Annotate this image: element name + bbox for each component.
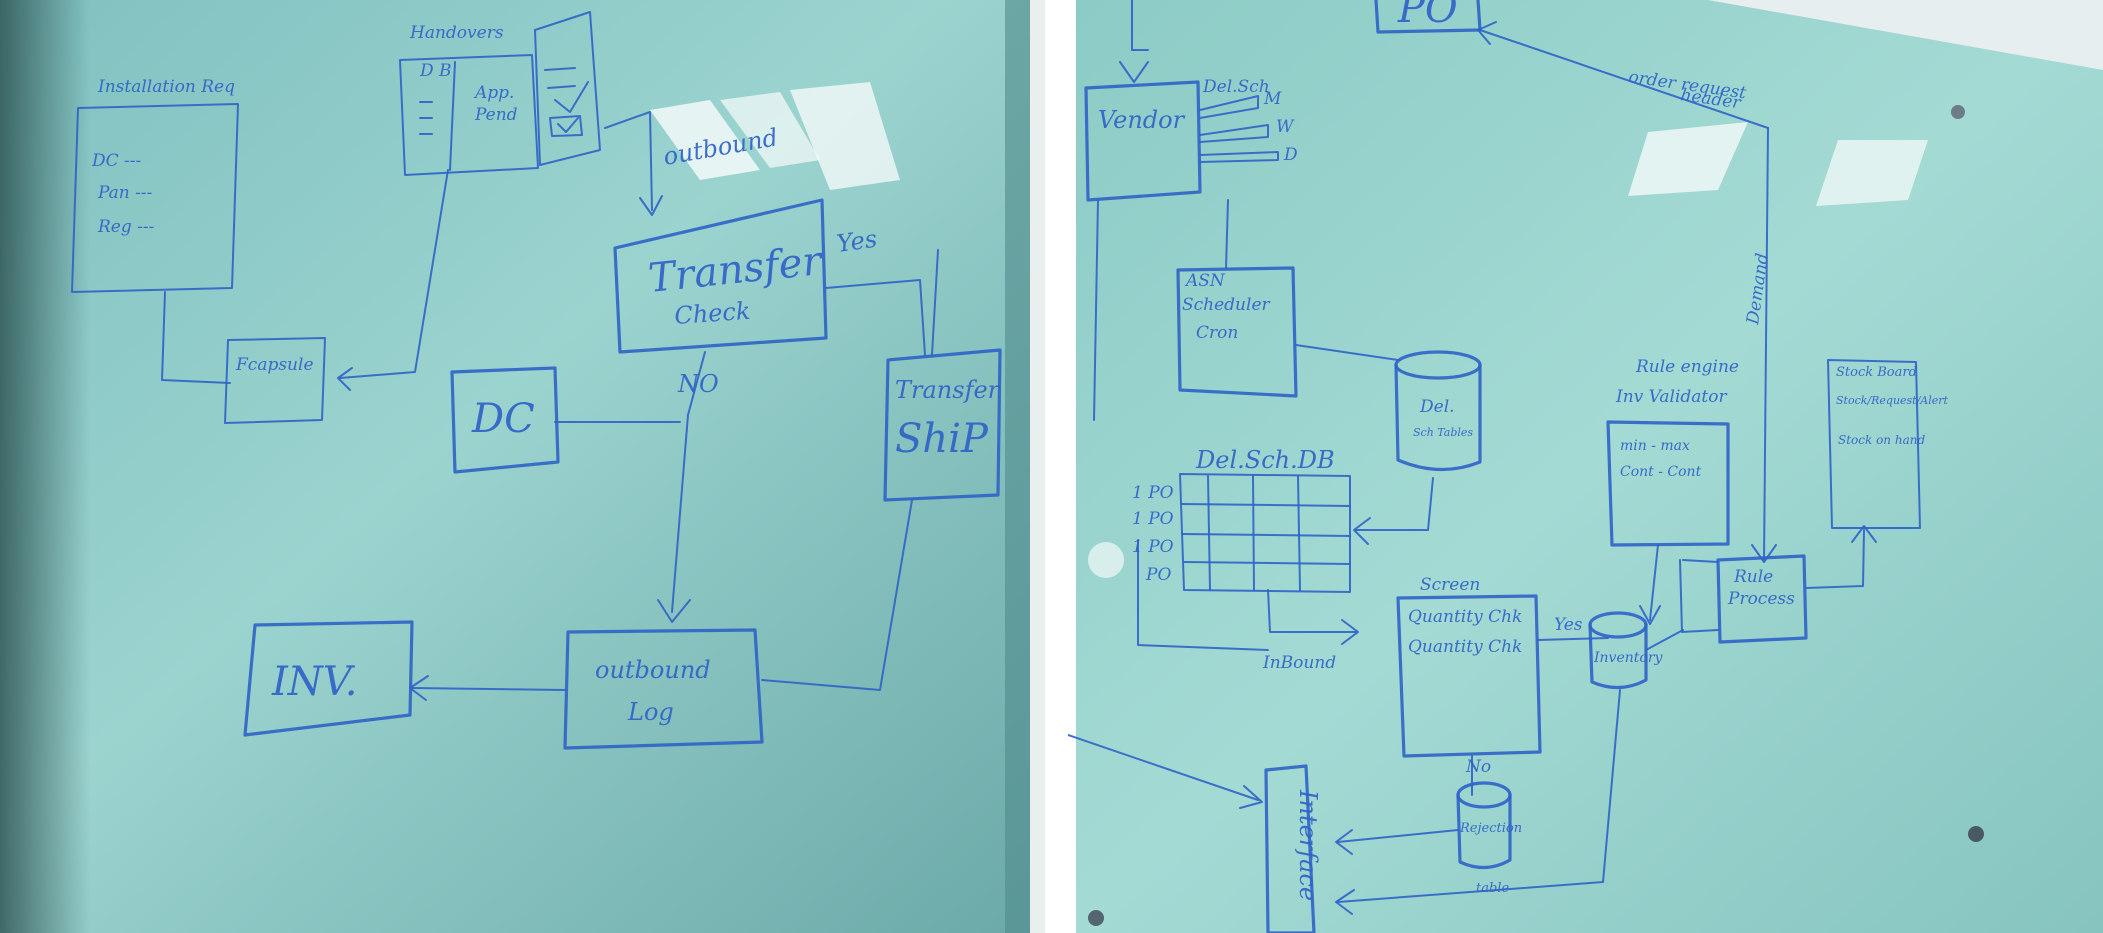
del-sch-db-title: Del.Sch.DB <box>1195 446 1335 474</box>
transfer-ship-line2: ShiP <box>895 416 989 462</box>
handover-col2-line2: Pend <box>474 105 518 125</box>
freq-label-d: D <box>1283 145 1298 165</box>
handover-title: Handovers <box>409 23 504 43</box>
rule-process-line1: Rule <box>1733 567 1773 587</box>
light-glare <box>650 82 900 190</box>
outbound-log-box: outbound Log <box>563 628 764 750</box>
del-sch-tables-line1: Del. <box>1419 397 1455 417</box>
screen-title: Screen <box>1420 575 1480 595</box>
del-sch-label: Del.Sch <box>1202 77 1270 97</box>
stock-board-title: Stock Board <box>1836 365 1917 380</box>
inv-validator-box: Rule engine Inv Validator min - max Cont… <box>1606 357 1739 547</box>
asn-line2: Scheduler <box>1182 295 1271 315</box>
wall-corner <box>1708 0 2103 70</box>
inv-validator-line2: Cont - Cont <box>1620 464 1702 480</box>
installation-line-1: DC --- <box>91 151 142 171</box>
yes-label: Yes <box>835 225 879 258</box>
inventory-cylinder: Inventory <box>1588 611 1664 690</box>
light-glare <box>1088 122 1928 578</box>
transfer-ship-line1: Transfer <box>895 376 1001 404</box>
mount-screw <box>1968 826 1984 842</box>
vendor-box-label: Vendor <box>1098 106 1186 134</box>
inv-box: INV. <box>243 620 414 737</box>
handover-box: Handovers D B App. Pend <box>399 11 601 176</box>
interface-box: Interface <box>1264 764 1322 933</box>
rejection-table-cylinder: Rejection table <box>1456 781 1522 896</box>
inventory-label: Inventory <box>1593 650 1664 666</box>
board-surface <box>1068 0 2103 933</box>
small-box-label: Fcapsule <box>235 355 314 375</box>
rule-engine-title: Rule engine <box>1635 357 1739 377</box>
del-sch-tables-cylinder: Del. Sch Tables <box>1394 350 1482 472</box>
mount-screw <box>1088 910 1104 926</box>
transfer-check-line2: Check <box>673 297 751 330</box>
inv-validator-line1: min - max <box>1620 438 1690 454</box>
dc-box: DC <box>450 366 560 474</box>
handover-col2-line1: App. <box>473 83 514 103</box>
po-box: PO <box>1374 0 1482 34</box>
rule-process-line2: Process <box>1727 589 1795 609</box>
screen-line2: Quantity Chk <box>1408 637 1522 657</box>
installation-line-3: Reg --- <box>97 217 155 237</box>
stock-line2: Stock on hand <box>1838 433 1925 447</box>
inbound-label: InBound <box>1262 653 1336 673</box>
outbound-log-line2: Log <box>627 698 674 726</box>
vendor-box: Vendor <box>1084 80 1202 202</box>
asn-line1: ASN <box>1184 271 1226 291</box>
dc-box-label: DC <box>471 396 535 442</box>
db-row-1: 1 PO <box>1132 483 1174 503</box>
screen-box: Screen Quantity Chk Quantity Chk <box>1396 575 1542 758</box>
freq-label-m: M <box>1263 89 1282 109</box>
interface-label: Interface <box>1294 789 1322 901</box>
outbound-log-line1: outbound <box>595 656 711 684</box>
db-row-2: 1 PO <box>1132 509 1174 529</box>
screen-yes-label: Yes <box>1554 615 1583 635</box>
asn-scheduler-box: ASN Scheduler Cron <box>1176 266 1298 398</box>
whiteboard-photo-right: PO order request header Demand Vendor De… <box>1068 0 2103 933</box>
small-box: Fcapsule <box>224 337 326 424</box>
po-box-label: PO <box>1397 0 1458 32</box>
db-row-3: 1 PO <box>1132 537 1174 557</box>
whiteboard-photo-left: Installation Req DC --- Pan --- Reg --- … <box>0 0 1045 933</box>
screen-line1: Quantity Chk <box>1408 607 1522 627</box>
installation-title: Installation Req <box>97 77 235 97</box>
inv-box-label: INV. <box>271 659 357 705</box>
del-sch-db-grid: Del.Sch.DB 1 PO 1 PO 1 PO PO <box>1132 446 1351 593</box>
installation-line-2: Pan --- <box>97 183 153 203</box>
db-row-4: PO <box>1145 565 1171 585</box>
freq-label-w: W <box>1276 117 1295 137</box>
installation-box: Installation Req DC --- Pan --- Reg --- <box>71 77 239 384</box>
rejection-line2: table <box>1476 881 1509 896</box>
screen-no-label: No <box>1465 757 1491 777</box>
rule-process-box: Rule Process <box>1716 554 1808 644</box>
inv-validator-title: Inv Validator <box>1615 387 1727 407</box>
del-sch-tables-line2: Sch Tables <box>1413 426 1473 439</box>
asn-line3: Cron <box>1196 323 1238 343</box>
mount-screw <box>1951 105 1965 119</box>
handover-col1: D B <box>419 61 452 81</box>
stock-line1: Stock/Request/Alert <box>1836 394 1949 407</box>
stock-board-box: Stock Board Stock/Request/Alert Stock on… <box>1827 359 1949 529</box>
transfer-ship-box: Transfer ShiP <box>883 348 1002 502</box>
rejection-line1: Rejection <box>1459 821 1522 836</box>
